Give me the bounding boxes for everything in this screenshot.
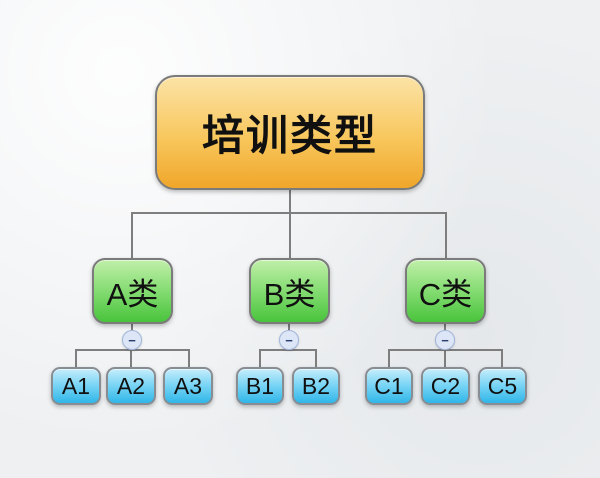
- leaf-node-a1[interactable]: A1: [51, 367, 101, 405]
- connector-line: [445, 212, 447, 258]
- connector-line: [444, 349, 446, 367]
- category-node-c[interactable]: C类: [405, 258, 486, 324]
- leaf-node-c2[interactable]: C2: [421, 367, 470, 405]
- connector-line: [388, 349, 390, 367]
- connector-line: [501, 349, 503, 367]
- leaf-node-a2[interactable]: A2: [106, 367, 156, 405]
- leaf-node-b2[interactable]: B2: [292, 367, 340, 405]
- collapse-toggle-c[interactable]: −: [435, 330, 455, 350]
- leaf-node-c1[interactable]: C1: [365, 367, 413, 405]
- connector-line: [315, 349, 317, 367]
- connector-line: [289, 190, 291, 213]
- connector-line: [259, 349, 317, 351]
- connector-line: [130, 349, 132, 367]
- root-node-training-type[interactable]: 培训类型: [155, 75, 425, 190]
- collapse-toggle-b[interactable]: −: [279, 330, 299, 350]
- connector-line: [131, 212, 133, 258]
- connector-line: [75, 349, 190, 351]
- collapse-toggle-a[interactable]: −: [122, 330, 142, 350]
- leaf-node-a3[interactable]: A3: [163, 367, 213, 405]
- connector-line: [188, 349, 190, 367]
- connector-line: [259, 349, 261, 367]
- connector-line: [75, 349, 77, 367]
- leaf-node-c5[interactable]: C5: [478, 367, 527, 405]
- leaf-node-b1[interactable]: B1: [236, 367, 284, 405]
- category-node-b[interactable]: B类: [249, 258, 330, 324]
- connector-line: [289, 212, 291, 258]
- category-node-a[interactable]: A类: [92, 258, 173, 324]
